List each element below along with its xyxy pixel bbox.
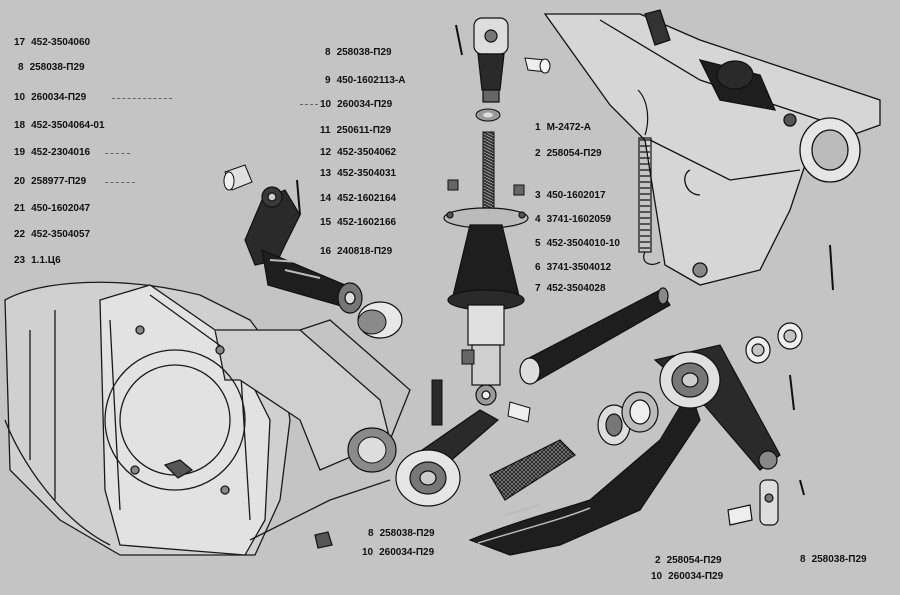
clevis-top	[473, 17, 509, 103]
bushing-18	[357, 301, 403, 339]
cotter-pin-left-top	[455, 24, 463, 56]
cotter-pin-far-right	[829, 244, 834, 291]
clutch-housing	[4, 281, 411, 556]
master-cylinder	[443, 207, 529, 406]
clevis-bottom-right	[727, 479, 779, 526]
clutch-pedal-lever	[653, 344, 781, 471]
brake-pedal	[468, 388, 701, 556]
washers	[745, 322, 803, 364]
clutch-lever	[244, 186, 363, 314]
cotter-pin-bottom	[799, 479, 805, 496]
leader-line	[105, 182, 135, 183]
clevis-pin-top	[524, 57, 551, 74]
clevis-pin-mid	[507, 401, 531, 423]
leader-line	[300, 104, 318, 105]
housing-bushing	[347, 427, 397, 473]
cotter-pin-left	[296, 179, 301, 216]
lower-lever	[395, 409, 500, 507]
pin-vertical	[431, 379, 443, 426]
bolt-small	[447, 179, 525, 365]
return-spring	[637, 89, 661, 265]
pin	[223, 164, 253, 191]
cotter-pin-right	[789, 374, 795, 411]
pedal-bushings	[597, 391, 659, 446]
leader-line	[105, 153, 130, 154]
pedal-shaft	[519, 287, 671, 385]
leader-line	[112, 98, 172, 99]
